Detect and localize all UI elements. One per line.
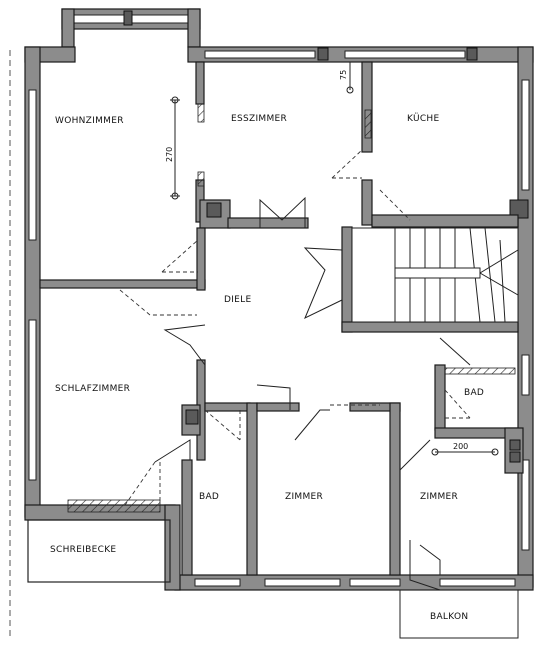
dim-label-270: 270 [165, 147, 174, 162]
dimension-75: 75 [339, 62, 354, 94]
door-swings [119, 149, 471, 506]
room-label-kueche: KÜCHE [407, 113, 440, 124]
dim-label-75: 75 [339, 70, 348, 80]
dim-label-200: 200 [453, 442, 468, 451]
dimension-270: 270 [165, 96, 180, 200]
dimension-200: 200 [431, 442, 499, 456]
room-label-wohnzimmer: WOHNZIMMER [55, 116, 124, 126]
room-label-schreibecke: SCHREIBECKE [50, 545, 116, 555]
schreibecke-area [27, 519, 171, 583]
balkon [399, 540, 519, 639]
room-label-zimmer-right: ZIMMER [420, 492, 458, 502]
room-label-zimmer-center: ZIMMER [285, 492, 323, 502]
room-label-bad-right: BAD [464, 388, 484, 398]
outer-walls [24, 46, 534, 591]
room-label-bad-center: BAD [199, 492, 219, 502]
room-label-esszimmer: ESSZIMMER [231, 114, 287, 124]
staircase [351, 227, 519, 323]
room-label-balkon: BALKON [430, 612, 468, 622]
diele-outline [259, 196, 306, 228]
bay-window [61, 8, 201, 48]
room-label-schlafzimmer: SCHLAFZIMMER [55, 384, 130, 394]
room-label-diele: DIELE [224, 295, 251, 305]
